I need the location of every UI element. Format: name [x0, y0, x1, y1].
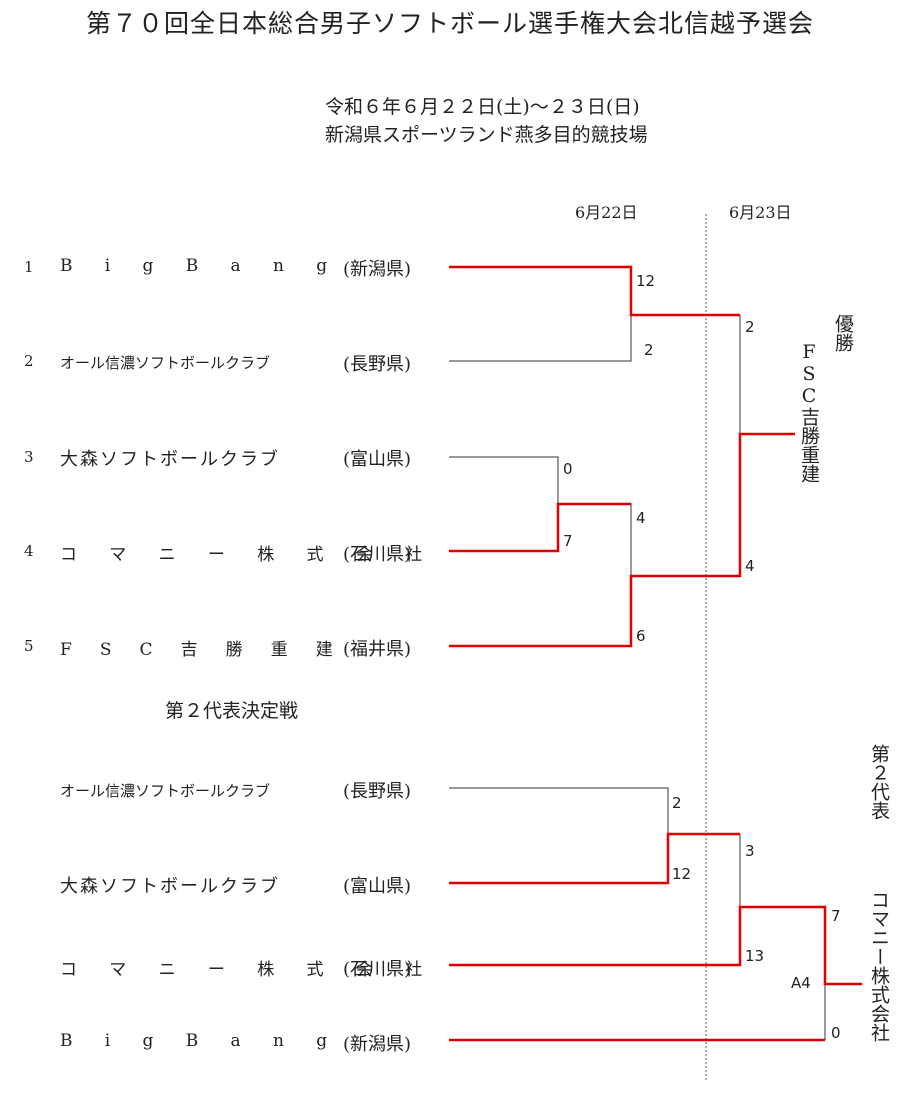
team-name: FSC吉勝重建	[60, 640, 361, 660]
team-name: オール信濃ソフトボールクラブ	[60, 354, 271, 372]
team-seed: 5	[24, 637, 34, 655]
team-seed: 2	[24, 352, 34, 370]
bracket-line-win	[449, 502, 631, 553]
score: 4	[745, 557, 755, 575]
team-seed: 3	[24, 448, 34, 466]
event-date: 令和６年６月２２日(土)～２３日(日)	[325, 96, 640, 118]
team-name: BigBang	[60, 1031, 360, 1051]
second-winner-name: コマニー株式会社	[868, 890, 890, 1042]
section-title: 第２代表決定戦	[165, 700, 299, 722]
second-winner-label: 第２代表	[868, 744, 890, 820]
bracket-line-win	[449, 265, 740, 317]
team-prefecture: (長野県)	[343, 354, 412, 375]
score: 0	[831, 1024, 841, 1042]
score: 12	[636, 272, 656, 290]
game-label: A4	[791, 974, 811, 992]
event-venue: 新潟県スポーツランド燕多目的競技場	[325, 124, 648, 146]
score: 2	[672, 794, 682, 812]
bracket-line-win	[449, 905, 862, 986]
bracket-line-win	[449, 432, 795, 648]
winner-name: FSC吉勝重建	[798, 341, 820, 483]
team-name: 大森ソフトボールクラブ	[60, 449, 280, 470]
score: 12	[672, 865, 692, 883]
score: 3	[745, 842, 755, 860]
day1-label: 6月22日	[575, 203, 638, 222]
team-prefecture: (新潟県)	[343, 1034, 412, 1055]
team-prefecture: (福井県)	[343, 639, 412, 660]
team-name: BigBang	[60, 256, 360, 276]
team-name: 大森ソフトボールクラブ	[60, 876, 280, 897]
team-name: コマニー株式会社	[60, 960, 455, 980]
page-title: 第７０回全日本総合男子ソフトボール選手権大会北信越予選会	[85, 9, 814, 38]
team-prefecture: (富山県)	[343, 876, 412, 897]
team-prefecture: (石川県)	[343, 544, 412, 565]
score: 0	[563, 460, 573, 478]
score: 2	[745, 318, 755, 336]
team-prefecture: (石川県)	[343, 959, 412, 980]
team-name: オール信濃ソフトボールクラブ	[60, 782, 271, 800]
team-seed: 1	[24, 258, 34, 276]
team-name: コマニー株式会社	[60, 545, 455, 565]
score: 4	[636, 509, 646, 527]
team-prefecture: (新潟県)	[343, 259, 412, 280]
team-prefecture: (長野県)	[343, 781, 412, 802]
bracket-line	[449, 456, 559, 504]
score: 2	[644, 341, 654, 359]
bracket-line	[449, 315, 632, 362]
bracket-line-win	[449, 832, 740, 885]
team-seed: 4	[24, 542, 34, 560]
score: 7	[831, 907, 841, 925]
score: 7	[563, 532, 573, 550]
score: 6	[636, 627, 646, 645]
bracket-line	[449, 787, 669, 834]
winner-label: 優勝	[832, 314, 854, 352]
day2-label: 6月23日	[729, 203, 792, 222]
score: 13	[745, 947, 765, 965]
team-prefecture: (富山県)	[343, 449, 412, 470]
